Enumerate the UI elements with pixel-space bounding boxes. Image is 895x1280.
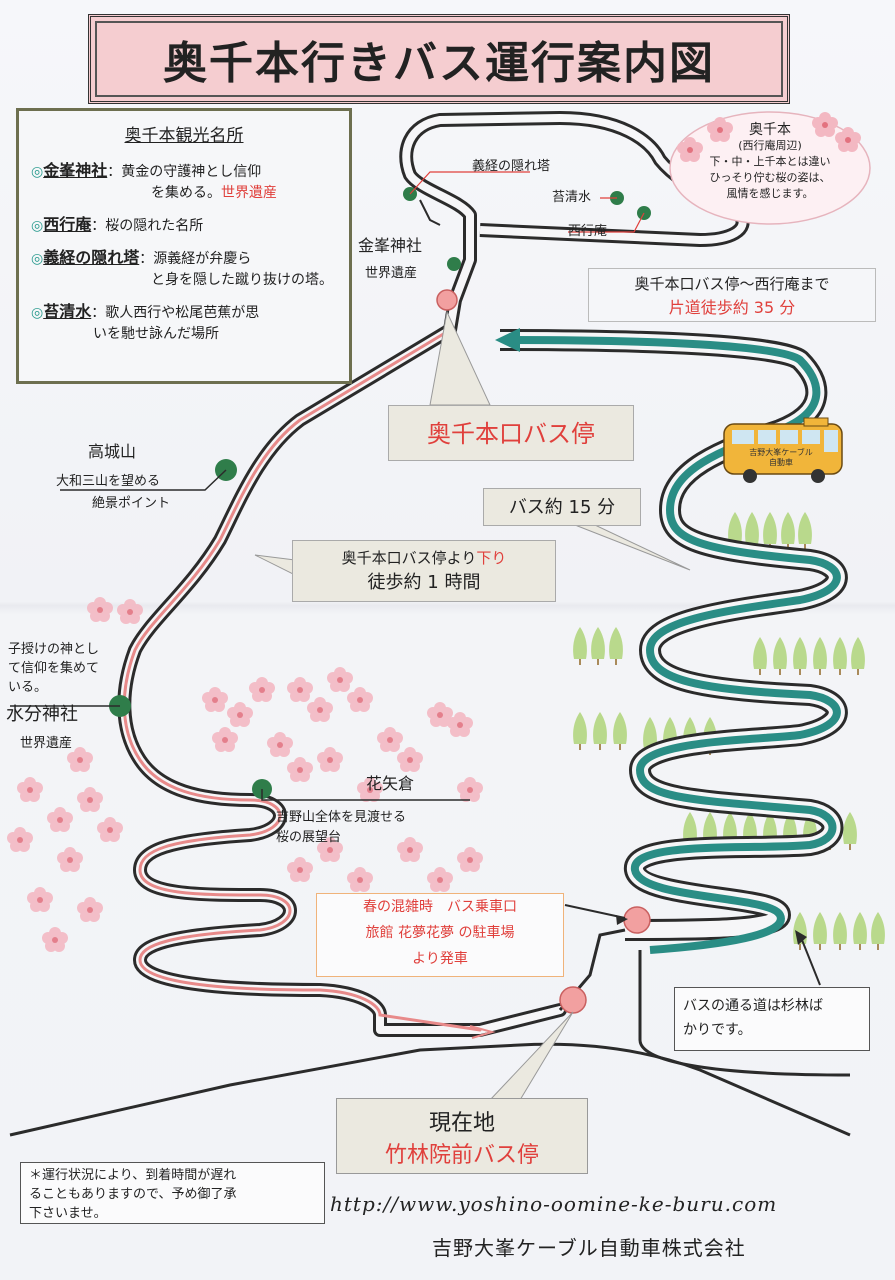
current-location-title: 現在地 <box>428 1111 495 1136</box>
delay-notice-line: ＊運行状況により、到着時間が遅れ <box>29 1168 237 1183</box>
spot-yoshitsune-tower: ◎義経の隠れ塔：源義経が弁慶ら と身を隠した蹴り抜けの塔。 <box>29 247 339 291</box>
kinpu-shrine-label: 金峯神社 <box>358 236 423 255</box>
spot-saigyoan: ◎西行庵：桜の隠れた名所 <box>29 214 339 237</box>
delay-notice-line: ることもありますので、予め御了承 <box>29 1187 237 1202</box>
bus-illustration <box>723 417 843 483</box>
walk-down-callout: 奥千本口バス停より下り 徒歩約 1 時間 <box>292 540 556 602</box>
saigyoan-label: 西行庵 <box>568 224 608 239</box>
spot-desc-cont: と身を隠した蹴り抜けの塔。 <box>151 272 333 288</box>
spot-desc-cont: いを馳せ詠んだ場所 <box>93 326 219 342</box>
kokeshimizu-label: 苔清水 <box>552 190 592 205</box>
spot-desc-cont: を集める。 <box>151 185 221 201</box>
spring-bus-note: 春の混雑時 バス乗車口 旅館 花夢花夢 の駐車場 より発車 <box>316 893 564 977</box>
kinpu-heritage-badge: 世界遺産 <box>365 266 418 281</box>
website-url[interactable]: http://www.yoshino-oomine-ke-buru.com <box>330 1192 778 1216</box>
current-location-callout: 現在地 竹林院前バス停 <box>336 1098 588 1174</box>
spot-name: 西行庵 <box>43 215 92 234</box>
title-banner: 奥千本行きバス運行案内図 <box>88 14 790 104</box>
bullet-icon: ◎ <box>31 251 44 267</box>
walking-route <box>122 328 482 1032</box>
mikumari-desc-line: いる。 <box>8 680 48 695</box>
spot-name: 苔清水 <box>43 302 92 321</box>
yoshitsune-tower-label: 義経の隠れ塔 <box>472 159 551 174</box>
okusenbon-line: ひっそり佇む桜の姿は、 <box>709 171 831 184</box>
walk-down-highlight: 下り <box>476 549 507 567</box>
mikumari-shrine-label: 水分神社 <box>6 704 78 725</box>
bus-route-arrow <box>495 328 520 352</box>
current-location-marker <box>559 986 587 1014</box>
takagi-desc-2: 絶景ポイント <box>92 496 171 511</box>
world-heritage-badge: 世界遺産 <box>221 185 277 201</box>
company-name: 吉野大峯ケーブル自動車株式会社 <box>432 1236 746 1260</box>
okusenbon-info: 奥千本 (西行庵周辺) 下・中・上千本とは違い ひっそり佇む桜の姿は、 風情を感… <box>690 122 850 202</box>
spring-note-line: 旅館 花夢花夢 の駐車場 <box>365 925 515 941</box>
spot-desc: ：桜の隠れた名所 <box>91 218 204 234</box>
okusenbon-bus-stop-name: 奥千本口バス停 <box>427 420 595 448</box>
mikumari-desc-line: て信仰を集めて <box>8 661 100 676</box>
mikumari-desc-line: 子授けの神とし <box>8 642 100 657</box>
delay-notice-line: 下さいませ。 <box>29 1206 107 1221</box>
okusenbon-subtitle: (西行庵周辺) <box>738 139 802 152</box>
kinpu-shrine-marker <box>447 257 461 271</box>
spot-name: 金峯神社 <box>43 161 108 180</box>
sightseeing-spots-box: 奥千本観光名所 ◎金峯神社：黄金の守護神とし信仰 を集める。世界遺産 ◎西行庵：… <box>16 108 352 384</box>
bus-time: バス約 15 分 <box>508 497 616 518</box>
mikumari-heritage-badge: 世界遺産 <box>20 736 73 751</box>
walk-time: 片道徒歩約 35 分 <box>668 298 796 317</box>
current-bus-stop-name: 竹林院前バス停 <box>384 1143 539 1168</box>
spring-stop-marker <box>623 906 651 934</box>
spring-note-line: より発車 <box>412 951 468 967</box>
hanayagura-label: 花矢倉 <box>366 774 415 793</box>
delay-notice: ＊運行状況により、到着時間が遅れ ることもありますので、予め御了承 下さいませ。 <box>20 1162 325 1224</box>
takagi-mountain-label: 高城山 <box>88 442 137 461</box>
hanayagura-desc-2: 桜の展望台 <box>276 830 342 845</box>
bus-sign: 吉野大峯ケーブル 自動車 <box>736 448 826 468</box>
walk-note-line: 奥千本口バス停～西行庵まで <box>634 275 830 293</box>
bullet-icon: ◎ <box>31 218 44 234</box>
cedar-note-line: バスの通る道は杉林ば <box>683 998 823 1014</box>
bullet-icon: ◎ <box>31 164 44 180</box>
spot-desc: ：黄金の守護神とし信仰 <box>107 164 262 180</box>
bus-time-callout: バス約 15 分 <box>483 488 641 526</box>
okusenbon-title: 奥千本 <box>749 122 791 138</box>
spot-desc: ：源義経が弁慶ら <box>139 251 252 267</box>
okusenbon-bus-stop-callout: 奥千本口バス停 <box>388 405 634 461</box>
spring-note-line: 春の混雑時 バス乗車口 <box>363 899 517 915</box>
okusenbon-bus-stop-marker <box>436 289 458 311</box>
hanayagura-desc-1: 吉野山全体を見渡せる <box>276 810 407 825</box>
okusenbon-line: 下・中・上千本とは違い <box>709 155 831 168</box>
spots-heading: 奥千本観光名所 <box>124 126 244 146</box>
mikumari-desc: 子授けの神とし て信仰を集めて いる。 <box>8 640 99 697</box>
bullet-icon: ◎ <box>31 305 44 321</box>
page-title: 奥千本行きバス運行案内図 <box>163 38 715 89</box>
spot-kokeshimizu: ◎苔清水：歌人西行や松尾芭蕉が思 いを馳せ詠んだ場所 <box>29 301 339 345</box>
okusenbon-line: 風情を感じます。 <box>726 187 814 200</box>
spot-kinpu-shrine: ◎金峯神社：黄金の守護神とし信仰 を集める。世界遺産 <box>29 160 339 204</box>
bus-sign-line: 吉野大峯ケーブル <box>749 448 813 457</box>
bus-sign-line: 自動車 <box>769 458 793 467</box>
okusenbon-info-ellipse <box>669 111 871 225</box>
spot-desc: ：歌人西行や松尾芭蕉が思 <box>91 305 260 321</box>
cedar-forest-note: バスの通る道は杉林ば かりです。 <box>674 987 870 1051</box>
cedar-note-line: かりです。 <box>683 1022 752 1038</box>
walk-to-saigyoan-note: 奥千本口バス停～西行庵まで 片道徒歩約 35 分 <box>588 268 876 322</box>
walk-down-time: 徒歩約 1 時間 <box>367 572 481 593</box>
walk-down-text: 奥千本口バス停より <box>341 549 477 567</box>
spot-name: 義経の隠れ塔 <box>43 248 140 267</box>
takagi-desc-1: 大和三山を望める <box>56 474 161 489</box>
